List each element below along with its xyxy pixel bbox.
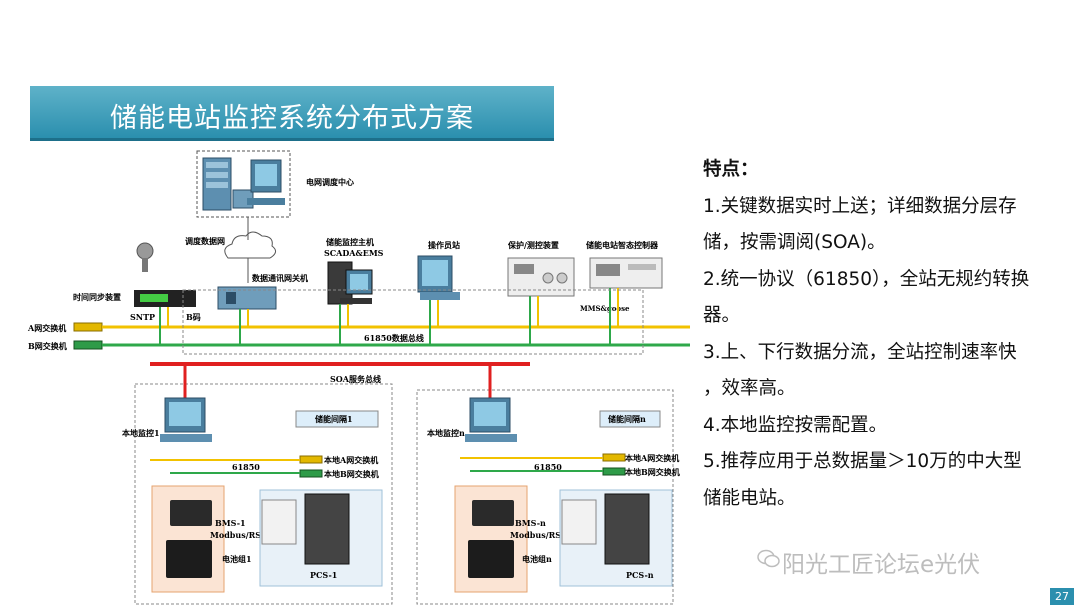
- bayn-local-monitor-icon: [465, 397, 517, 442]
- bay1-pcs-cabinet-icon: [304, 493, 350, 565]
- switch-a-icon: [73, 322, 103, 332]
- feature-1-line-2: 储，按需调阅(SOA)。: [703, 232, 886, 253]
- watermark: 阳光工匠论坛e光伏: [782, 552, 981, 578]
- dispatch-servers-icon: [202, 157, 254, 211]
- bay1-modbus-label: Modbus/RS485: [210, 530, 278, 540]
- switch-b-label: B网交换机: [28, 341, 67, 351]
- system-diagram: 电网调度中心 调度数据网 数据通讯网关机 时间同步装置 SNTP B码 储能监控…: [27, 150, 690, 605]
- bay1-label: 储能间隔1: [314, 414, 353, 424]
- operator-label: 操作员站: [428, 240, 460, 250]
- bay1-local-monitor-label: 本地监控1: [121, 428, 160, 438]
- bus-61850-label: 61850数据总线: [364, 333, 424, 343]
- device-drop-lines: [159, 288, 619, 345]
- feature-1-line-1: 1.关键数据实时上送；详细数据分层存: [703, 195, 1017, 217]
- bayn-pcs-cabinet-icon: [604, 493, 650, 565]
- bay1-pcs-controller-icon: [261, 499, 297, 545]
- sntp-label: SNTP: [130, 312, 155, 322]
- bay1-battery-icon: [166, 540, 212, 578]
- bayn-label: 储能间隔n: [607, 414, 646, 424]
- page-title: 储能电站监控系统分布式方案: [110, 103, 474, 134]
- bay1-local-monitor-icon: [160, 397, 212, 442]
- bay1-local-switch-a-icon: [299, 455, 323, 464]
- dispatch-workstation-icon: [247, 159, 285, 205]
- grid-dispatch-label: 电网调度中心: [306, 177, 354, 187]
- bayn-modbus-label: Modbus/RS485: [510, 530, 578, 540]
- bayn-bms-icon: [472, 500, 514, 526]
- bayn-local-monitor-label: 本地监控n: [426, 428, 465, 438]
- gps-antenna-icon: [136, 242, 154, 272]
- switch-b-icon: [73, 340, 103, 350]
- features-heading: 特点：: [703, 159, 759, 180]
- bus-dashed-frame: [182, 289, 644, 355]
- bayn-pcs-label: PCS-n: [626, 570, 654, 580]
- page-number: 27: [1050, 588, 1074, 605]
- operator-station-icon: [417, 255, 460, 300]
- feature-2-line-2: 器。: [703, 305, 741, 326]
- plant-controller-label: 储能电站智态控制器: [585, 240, 659, 250]
- mms-label: MMS&goose: [580, 304, 630, 313]
- plant-controller-icon: [589, 257, 663, 289]
- feature-3-line-1: 3.上、下行数据分流，全站控制速率快: [703, 341, 1017, 363]
- bay1-local-a-label: 本地A网交换机: [323, 455, 378, 465]
- features-panel: 特点： 1.关键数据实时上送；详细数据分层存 储，按需调阅(SOA)。 2.统一…: [703, 152, 1073, 517]
- bayn-local-switch-a-icon: [602, 453, 626, 462]
- gateway-label: 数据通讯网关机: [252, 273, 308, 283]
- bayn-battery-label: 电池组n: [522, 554, 552, 564]
- protection-label: 保护/测控装置: [507, 240, 559, 250]
- scada-label: SCADA&EMS: [324, 248, 384, 258]
- gateway-icon: [217, 286, 277, 310]
- time-sync-device-icon: [134, 290, 196, 307]
- feature-3-line-2: ，效率高。: [703, 378, 796, 399]
- bayn-frame: [416, 389, 674, 605]
- b-code-label: B码: [186, 312, 201, 322]
- monitor-host-label: 储能监控主机: [325, 237, 374, 247]
- bay1-battery-label: 电池组1: [222, 554, 252, 564]
- feature-5-line-1: 5.推荐应用于总数据量＞10万的中大型: [703, 451, 1022, 472]
- switch-a-label: A网交换机: [27, 323, 66, 333]
- monitor-host-icon: [327, 261, 373, 305]
- bayn-local-b-label: 本地B网交换机: [624, 467, 680, 477]
- feature-4-line-1: 4.本地监控按需配置。: [703, 414, 888, 436]
- dispatch-network-label: 调度数据网: [185, 236, 225, 246]
- cloud-icon: [224, 231, 276, 259]
- title-bar: 储能电站监控系统分布式方案: [30, 86, 554, 141]
- bayn-local-a-label: 本地A网交换机: [624, 453, 679, 463]
- bay1-frame: [134, 383, 393, 605]
- bayn-local-switch-b-icon: [602, 467, 626, 476]
- bayn-bms-label: BMS-n: [515, 518, 546, 528]
- bay1-net-label: 61850: [232, 462, 260, 472]
- bay1-pcs-label: PCS-1: [310, 570, 337, 580]
- dispatch-center-box: [196, 150, 291, 218]
- wechat-icon: [757, 549, 780, 568]
- feature-5-line-2: 储能电站。: [703, 487, 796, 509]
- time-sync-label: 时间同步装置: [73, 292, 121, 302]
- bayn-net-label: 61850: [534, 462, 562, 472]
- bayn-pcs-controller-icon: [561, 499, 597, 545]
- bay1-bms-label: BMS-1: [215, 518, 246, 528]
- soa-bus-label: SOA服务总线: [330, 374, 381, 384]
- feature-2-line-1: 2.统一协议（61850），全站无规约转换: [703, 268, 1030, 290]
- bay1-bms-icon: [170, 500, 212, 526]
- bay1-local-switch-b-icon: [299, 469, 323, 478]
- bayn-battery-icon: [468, 540, 514, 578]
- bay1-local-b-label: 本地B网交换机: [323, 469, 379, 479]
